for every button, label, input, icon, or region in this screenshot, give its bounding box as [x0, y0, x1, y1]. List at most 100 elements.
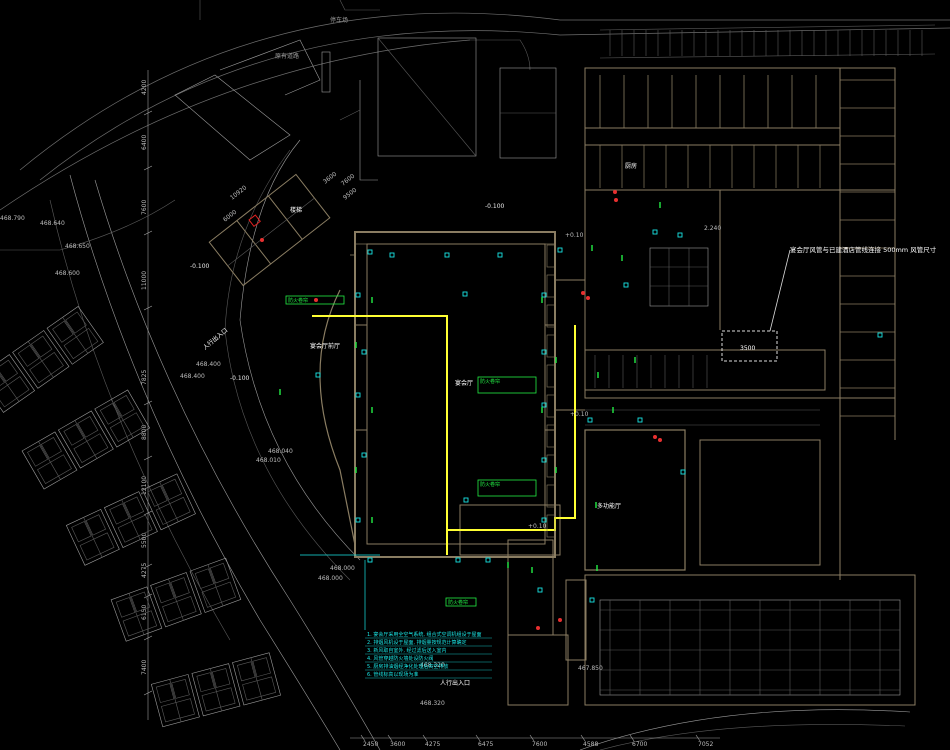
dimension-left-text: 7825 — [141, 370, 148, 385]
red-symbol — [536, 626, 540, 630]
elev-468-040: 468.040 — [268, 448, 293, 455]
red-symbol — [658, 438, 662, 442]
hall-left-label: 宴会厅前厅 — [310, 342, 340, 350]
unit-room — [27, 445, 49, 467]
dimension-tick — [143, 165, 153, 171]
dimension-left-text: 6150 — [141, 605, 148, 620]
dimension-bottom-text: 3600 — [390, 741, 405, 748]
dimension-left-text: 12100 — [141, 476, 148, 495]
cyan-note-line: 4. 风管穿越防火墙处设防火阀 — [367, 655, 433, 662]
elev-468-320: 468.320 — [420, 662, 445, 669]
cyan-note-line: 6. 管线标高以现场为准 — [367, 671, 418, 678]
dimension-top-text: 10920 — [229, 184, 248, 201]
dimension-left-text: 6400 — [141, 135, 148, 150]
elev-left-3: 468.600 — [55, 270, 80, 277]
right-annotation: 宴会厅风管与已建酒店管线连接 500mm 风管尺寸 — [790, 245, 937, 254]
dimension-left-text: 5500 — [141, 533, 148, 548]
red-symbol — [653, 435, 657, 439]
dimension-bottom-text: 4588 — [583, 741, 598, 748]
cyan-symbol — [557, 247, 563, 253]
elev-468-010: 468.010 — [256, 457, 281, 464]
road-arcs — [0, 0, 950, 211]
dimension-tick — [143, 510, 153, 516]
dimension-left-text: 7400 — [141, 660, 148, 675]
unit-wall — [128, 593, 145, 635]
unit-room — [52, 320, 74, 343]
bottom-road — [579, 709, 911, 750]
unit-wall — [62, 317, 89, 354]
cyan-symbol — [355, 517, 361, 523]
unit-room — [170, 577, 190, 598]
unit-room — [252, 657, 271, 678]
cyan-symbol — [355, 392, 361, 398]
unit-room — [161, 478, 183, 500]
unit-room — [109, 503, 130, 525]
cyan-symbol — [361, 349, 367, 355]
dimension-left-text: 4275 — [141, 563, 148, 578]
elev-467-850: 467.850 — [578, 665, 603, 672]
equipment-symbols — [260, 190, 883, 630]
column-bay — [546, 244, 556, 268]
dimension-left-text: 11000 — [141, 271, 148, 290]
cyan-symbol — [462, 291, 468, 297]
elev-left-1: 468.640 — [40, 220, 65, 227]
unit-wall — [159, 481, 179, 522]
dimension-tick — [475, 734, 481, 742]
dimension-tick — [143, 400, 153, 406]
red-symbol — [614, 198, 618, 202]
residential-block — [21, 389, 151, 490]
dimension-tick — [143, 305, 153, 311]
column-bay — [546, 484, 556, 508]
column-bay — [546, 394, 556, 418]
unit-room — [77, 416, 99, 438]
upper-left-blocks — [174, 39, 378, 181]
cyan-symbol — [355, 292, 361, 298]
dimension-tick — [143, 690, 153, 696]
cyan-symbol — [623, 282, 629, 288]
dimension-left-text: 8800 — [141, 425, 148, 440]
column-bay — [546, 514, 556, 538]
cyan-symbol — [637, 417, 643, 423]
red-symbol — [586, 296, 590, 300]
unit-room — [211, 668, 231, 688]
cyan-symbol — [541, 292, 547, 298]
unit-room — [113, 395, 135, 417]
dimension-bottom-text: 6700 — [632, 741, 647, 748]
unit-wall — [207, 564, 224, 607]
dimension-bottom-text: 6475 — [478, 741, 493, 748]
cyan-symbol — [367, 557, 373, 563]
dimension-top-text: 3600 — [322, 171, 338, 186]
cyan-symbol — [444, 252, 450, 258]
dimension-tick — [695, 734, 701, 742]
unit-room — [71, 521, 92, 543]
elev-468-320b: 468.320 — [420, 700, 445, 707]
dimension-bottom-text: 4275 — [425, 741, 440, 748]
elev-468-000b: 468.000 — [318, 575, 343, 582]
curved-road — [0, 139, 381, 750]
unit-wall — [250, 657, 263, 701]
residential-block — [110, 557, 242, 642]
green-tag-1: 防火卷帘 — [288, 297, 308, 304]
elev-plus-1: +0.10 — [565, 232, 584, 239]
dimension-tick — [529, 734, 535, 742]
hall-right-label: 多功能厅 — [597, 502, 621, 510]
label-road: 原有道路 — [275, 52, 299, 60]
cyan-symbol — [537, 587, 543, 593]
red-symbol — [260, 238, 264, 242]
dimension-bottom-text: 7600 — [532, 741, 547, 748]
elev-2-240: 2.240 — [704, 225, 721, 232]
cyan-symbol — [497, 252, 503, 258]
unit-wall — [74, 420, 98, 459]
cyan-symbol — [541, 349, 547, 355]
unit-room — [63, 424, 85, 446]
cyan-symbol — [315, 372, 321, 378]
cyan-symbol — [361, 452, 367, 458]
kitchen-label: 厨房 — [625, 162, 637, 170]
column-bay — [546, 364, 556, 388]
stair-label: 楼梯 — [290, 206, 302, 214]
unit-room — [40, 437, 62, 459]
dimension-tick — [143, 230, 153, 236]
red-symbol — [613, 190, 617, 194]
